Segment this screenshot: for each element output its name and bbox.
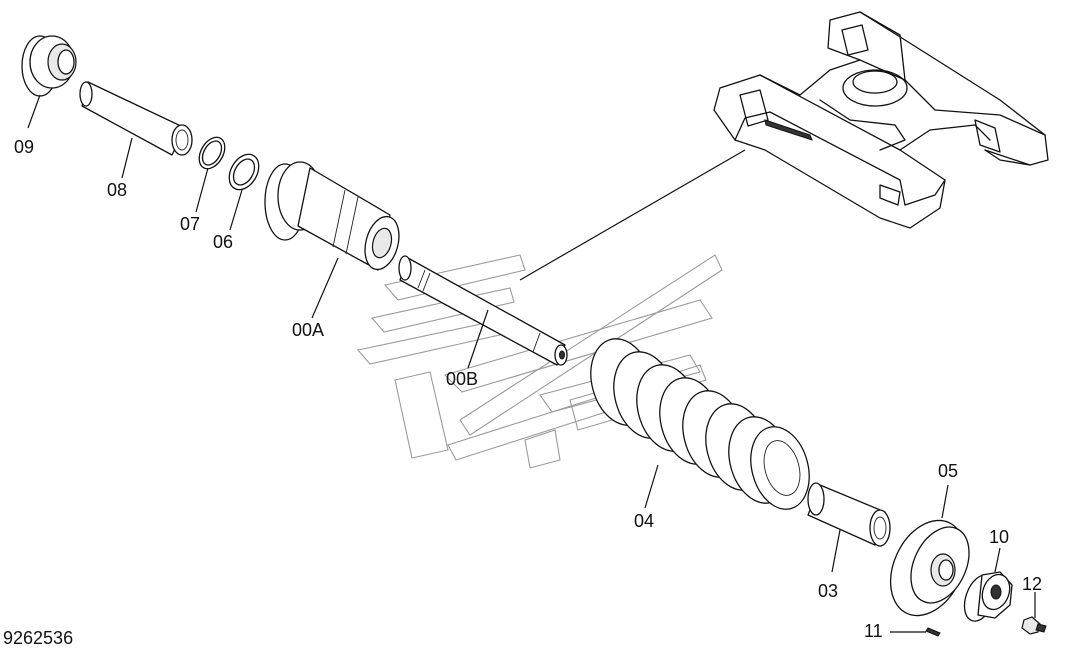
part-00A-cylinder — [264, 161, 400, 271]
label-11: 11 — [864, 621, 883, 641]
part-05-flange — [889, 519, 970, 617]
label-03: 03 — [818, 581, 838, 601]
part-06-ring — [228, 153, 260, 191]
part-labels: 09 08 07 06 00A 00B 04 03 05 10 11 12 92… — [3, 137, 1042, 648]
part-11-bolt — [925, 627, 941, 637]
drawing-number: 9262536 — [3, 628, 73, 648]
label-05: 05 — [938, 461, 958, 481]
label-00A: 00A — [292, 320, 324, 340]
part-07-ring — [198, 136, 226, 170]
label-07: 07 — [180, 214, 200, 234]
label-00B: 00B — [446, 369, 478, 389]
track-frame — [519, 11, 1049, 281]
part-10-nut — [963, 571, 1013, 622]
part-08-tube — [79, 81, 193, 156]
label-04: 04 — [634, 511, 654, 531]
label-12: 12 — [1022, 574, 1042, 594]
part-00B-rod — [398, 255, 568, 366]
part-03-bushing — [807, 482, 891, 547]
part-09-retainer — [21, 35, 77, 97]
label-08: 08 — [107, 180, 127, 200]
label-06: 06 — [213, 232, 233, 252]
label-10: 10 — [989, 527, 1009, 547]
leader-lines — [27, 94, 1036, 633]
part-12-grease-fitting — [1021, 616, 1047, 635]
part-04-spring — [590, 338, 810, 510]
label-09: 09 — [14, 137, 34, 157]
